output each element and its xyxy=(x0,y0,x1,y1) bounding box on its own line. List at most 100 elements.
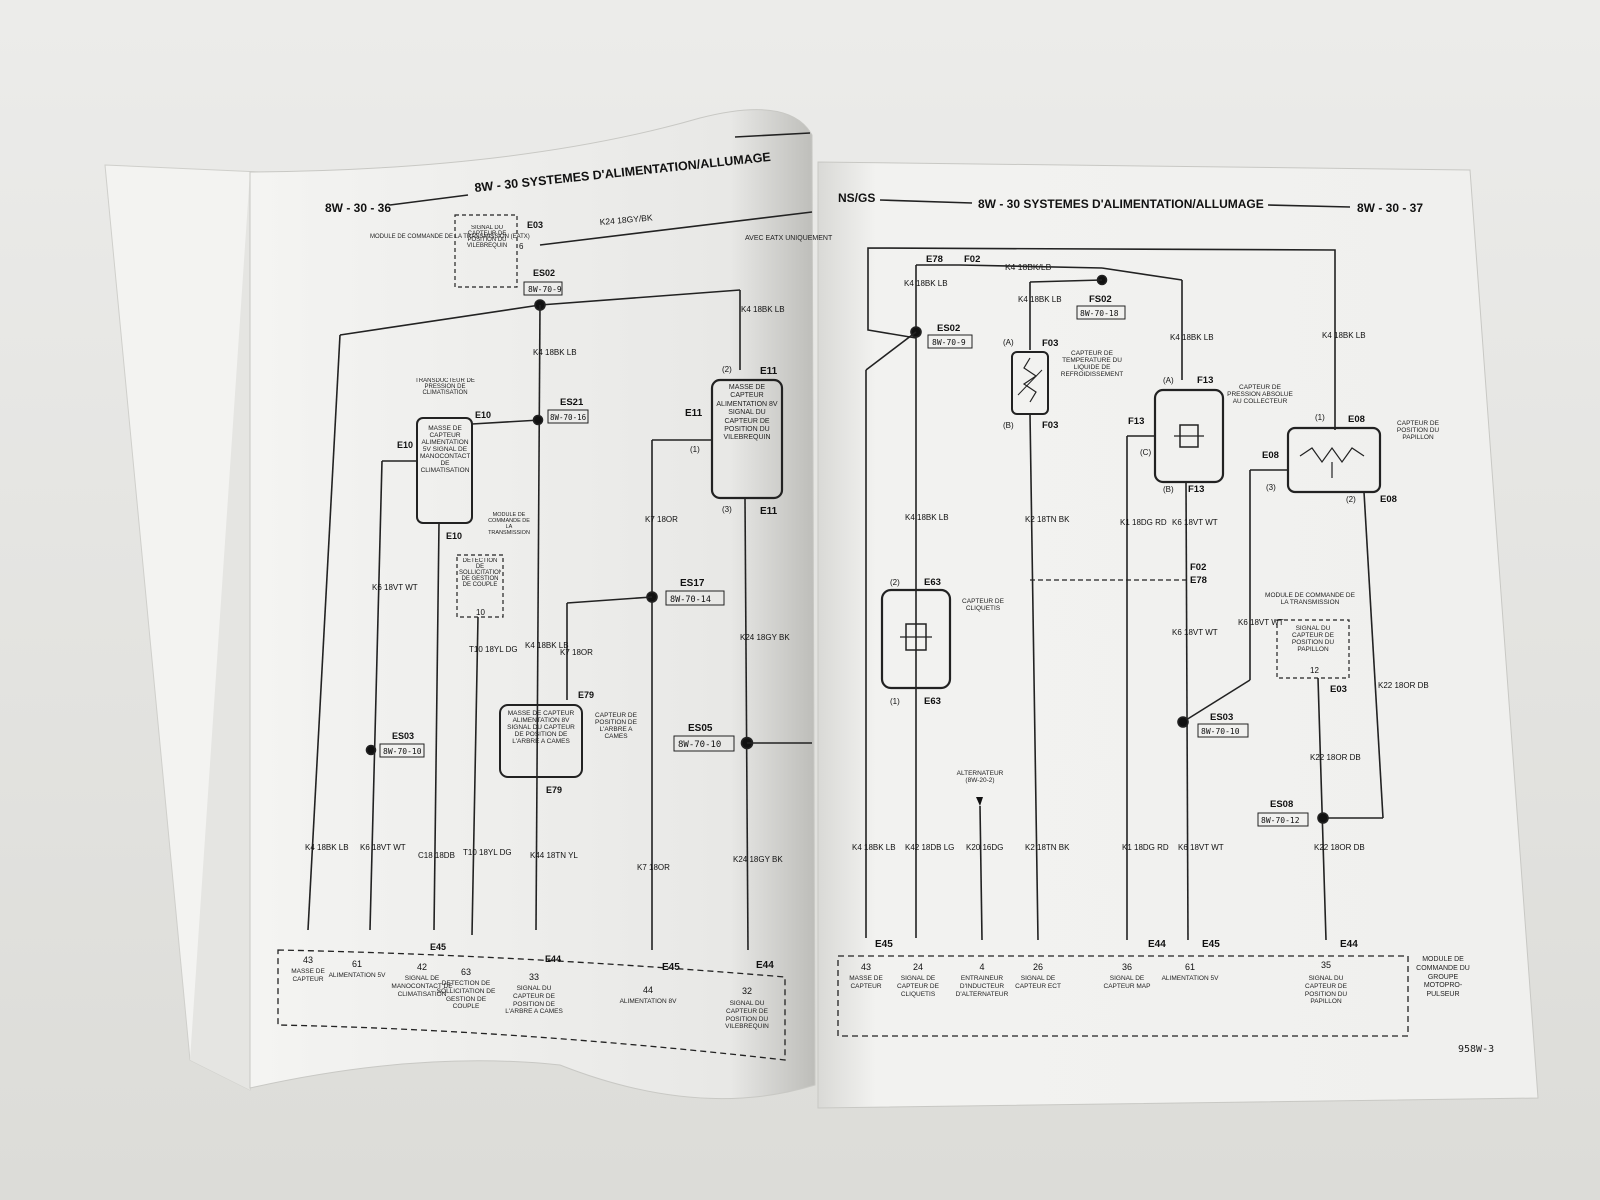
e45-right-a: E45 xyxy=(875,939,893,950)
k4-top-right-b: K4 18BK LB xyxy=(1018,295,1062,304)
right-page xyxy=(817,161,1539,1109)
tps-box-text: SIGNAL DU CAPTEUR DE POSITION DU PAPILLO… xyxy=(1291,625,1335,653)
ref-8w709-left: 8W-70-9 xyxy=(528,285,562,294)
e78-mid: E78 xyxy=(1190,575,1207,586)
k7-wire-cam: K7 18OR xyxy=(560,648,593,657)
crank-pin3: (3) xyxy=(722,505,732,514)
fs02-label: FS02 xyxy=(1089,294,1112,305)
es03-left: ES03 xyxy=(392,731,414,741)
left-pcm-pin-number: 32 xyxy=(742,986,752,996)
left-page-number: 8W - 30 - 36 xyxy=(325,201,391,215)
k4-knock-wire: K4 18BK LB xyxy=(905,513,949,522)
knock-label: CAPTEUR DE CLIQUETIS xyxy=(962,598,1004,612)
coolant-pinB: (B) xyxy=(1003,421,1014,430)
e03-left: E03 xyxy=(527,220,543,230)
ref-8w709-right: 8W-70-9 xyxy=(932,338,966,347)
e11-bottom: E11 xyxy=(760,506,778,517)
k6-wire-tps: K6 18VT WT xyxy=(1238,618,1284,627)
wire-k24-top: K24 18GY/BK xyxy=(599,212,653,227)
e45-left-b: E45 xyxy=(662,962,680,973)
right-pcm-pin-number: 4 xyxy=(979,962,984,972)
es02-right: ES02 xyxy=(937,323,960,334)
pcm-label-right: MODULE DE COMMANDE DU GROUPE MOTOPRO- PU… xyxy=(1416,956,1470,998)
es17-label: ES17 xyxy=(680,578,705,589)
e10-bottom: E10 xyxy=(446,531,462,541)
k6-wire-left: K6 18VT WT xyxy=(372,583,418,592)
e45-left: E45 xyxy=(430,942,446,952)
es21-label: ES21 xyxy=(560,397,584,408)
k22-bottom: K22 18OR DB xyxy=(1314,843,1365,852)
ref-8w7018: 8W-70-18 xyxy=(1080,309,1119,318)
ref-8w7010-right: 8W-70-10 xyxy=(1201,727,1240,736)
e44-right-a: E44 xyxy=(1148,939,1166,950)
left-pcm-pin-number: 61 xyxy=(352,959,362,969)
ref-8w7010-es05: 8W-70-10 xyxy=(678,740,721,750)
k2-bottom: K2 18TN BK xyxy=(1025,843,1070,852)
right-section-title: 8W - 30 SYSTEMES D'ALIMENTATION/ALLUMAGE xyxy=(978,197,1264,211)
left-pcm-pin-label: DETECTION DE SOLLICITATION DE GESTION DE… xyxy=(436,980,496,1011)
crank-signal-box-text: SIGNAL DU CAPTEUR DE POSITION DU VILEBRE… xyxy=(466,225,508,249)
left-tcm-label: MODULE DE COMMANDE DE LA TRANSMISSION (E… xyxy=(370,234,530,240)
e08-left: E08 xyxy=(1262,450,1279,461)
right-tcm-label: MODULE DE COMMANDE DE LA TRANSMISSION xyxy=(1265,592,1355,606)
right-pcm-pin-number: 26 xyxy=(1033,962,1043,972)
left-pcm-pin-label: SIGNAL DU CAPTEUR DE POSITION DE L'ARBRE… xyxy=(505,985,563,1016)
k22-wire-mid: K22 18OR DB xyxy=(1310,753,1361,762)
k1-bottom: K1 18DG RD xyxy=(1122,843,1169,852)
avec-eatx-label: AVEC EATX UNIQUEMENT xyxy=(745,235,833,242)
k4-top-right-a: K4 18BK LB xyxy=(904,279,948,288)
e11-top: E11 xyxy=(760,366,778,377)
right-pcm-pin-label: MASSE DE CAPTEUR xyxy=(849,975,883,990)
f02-top: F02 xyxy=(964,254,980,265)
f13-bottom: F13 xyxy=(1188,484,1204,495)
left-pcm-pin-label: SIGNAL DU CAPTEUR DE POSITION DU VILEBRE… xyxy=(725,1000,769,1031)
es05-label: ES05 xyxy=(688,723,713,734)
k4-bottom-left: K4 18BK LB xyxy=(305,843,349,852)
left-pcm-pin-label: MASSE DE CAPTEUR xyxy=(291,968,325,983)
k2-wire-upper: K2 18TN BK xyxy=(1025,515,1070,524)
e79-bottom: E79 xyxy=(546,785,562,795)
crank-pin2: (2) xyxy=(722,365,732,374)
ac-transducer-label: TRANSDUCTEUR DE PRESSION DE CLIMATISATIO… xyxy=(415,378,475,396)
e10-left: E10 xyxy=(397,440,413,450)
e08-top: E08 xyxy=(1348,414,1365,425)
k4-bottom-right: K4 18BK LB xyxy=(852,843,896,852)
right-pcm-pin-number: 36 xyxy=(1122,962,1132,972)
map-pinC: (C) xyxy=(1140,448,1151,457)
t10-bottom: T10 18YL DG xyxy=(463,848,512,857)
t10-wire-upper: T10 18YL DG xyxy=(469,645,518,654)
es02-left: ES02 xyxy=(533,268,555,278)
right-header-left: NS/GS xyxy=(838,191,875,205)
left-pcm-pin-number: 33 xyxy=(529,972,539,982)
left-pcm-pin-number: 42 xyxy=(417,962,427,972)
right-pcm-pin-label: ENTRAINEUR D'INDUCTEUR D'ALTERNATEUR xyxy=(955,975,1009,998)
ref-8w7010-left: 8W-70-10 xyxy=(383,747,422,756)
right-pcm-pin-number: 24 xyxy=(913,962,923,972)
e63-top: E63 xyxy=(924,577,941,588)
right-page-content: NS/GS 8W - 30 SYSTEMES D'ALIMENTATION/AL… xyxy=(837,191,1494,1055)
e63-bottom: E63 xyxy=(924,696,941,707)
es08-label: ES08 xyxy=(1270,799,1293,810)
right-pcm-pin-label: ALIMENTATION 5V xyxy=(1161,975,1219,982)
k22-wire-right: K22 18OR DB xyxy=(1378,681,1429,690)
right-pcm-pin-label: SIGNAL DE CAPTEUR ECT xyxy=(1015,975,1061,990)
knock-pin2: (2) xyxy=(890,578,900,587)
k4-cam-wire: K4 18BK LB xyxy=(525,641,569,650)
es03-right: ES03 xyxy=(1210,712,1233,723)
pin-6-left: 6 xyxy=(519,242,524,251)
f13-left: F13 xyxy=(1128,416,1144,427)
page-stack xyxy=(190,172,260,1090)
cam-sensor-label: CAPTEUR DE POSITION DE L'ARBRE A CAMES xyxy=(595,712,637,740)
k44-wire: K44 18TN YL xyxy=(530,851,578,860)
f02-mid: F02 xyxy=(1190,562,1206,573)
figure-id: 958W-3 xyxy=(1458,1044,1494,1055)
k1-wire-upper: K1 18DG RD xyxy=(1120,518,1167,527)
right-page-number: 8W - 30 - 37 xyxy=(1357,201,1423,215)
e44-left-b: E44 xyxy=(756,960,774,971)
k4-crank-wire: K4 18BK LB xyxy=(741,305,785,314)
ref-8w7016: 8W-70-16 xyxy=(550,413,587,422)
e11-mid: E11 xyxy=(685,408,703,419)
k6-wire-mid-right: K6 18VT WT xyxy=(1172,628,1218,637)
